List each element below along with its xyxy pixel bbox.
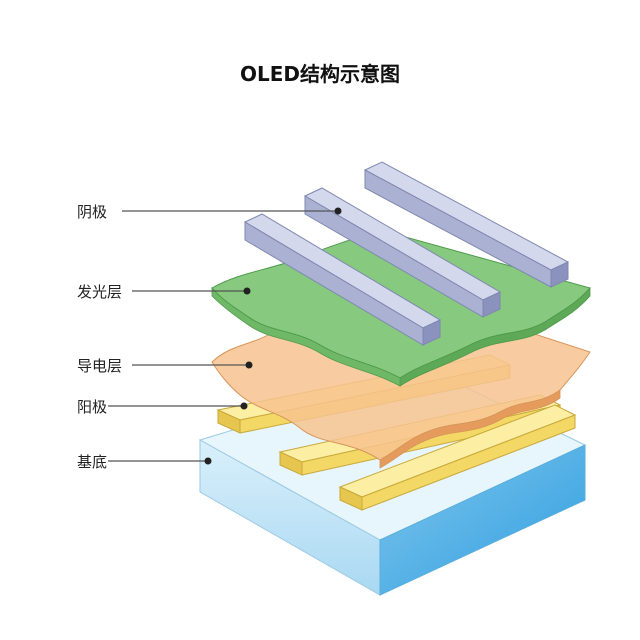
diagram-title: OLED结构示意图 bbox=[239, 62, 400, 86]
cathode-bars bbox=[243, 161, 570, 346]
label-anode: 阳极 bbox=[77, 398, 108, 416]
leader-dot-conductive bbox=[245, 361, 253, 369]
cathode-bar-2 bbox=[303, 187, 502, 318]
label-conductive-layer: 导电层 bbox=[77, 357, 123, 375]
cathode-bar-3 bbox=[363, 161, 570, 288]
label-emissive-layer: 发光层 bbox=[77, 283, 123, 301]
leader-dot-cathode bbox=[334, 207, 342, 215]
label-cathode: 阴极 bbox=[77, 203, 108, 221]
leader-dot-substrate bbox=[204, 457, 212, 465]
leader-dot-anode bbox=[240, 402, 248, 410]
anode-strip-3 bbox=[338, 404, 577, 511]
cathode-bar-1 bbox=[243, 213, 442, 346]
leader-dot-emissive bbox=[243, 287, 251, 295]
leader-lines bbox=[108, 207, 342, 465]
label-substrate: 基底 bbox=[77, 453, 108, 471]
